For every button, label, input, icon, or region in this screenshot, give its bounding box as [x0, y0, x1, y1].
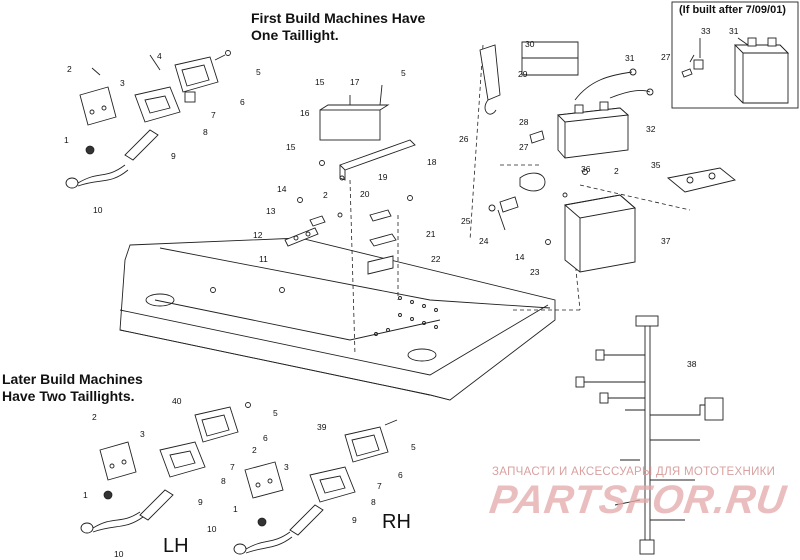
callout: 11	[259, 254, 268, 264]
callout: 29	[518, 69, 528, 79]
callout: 30	[525, 39, 535, 49]
callout: 31	[729, 26, 739, 36]
callout: 26	[459, 134, 469, 144]
callout: 1	[64, 135, 69, 145]
callout: 2	[323, 190, 328, 200]
callout: 18	[427, 157, 437, 167]
callout: 8	[371, 497, 376, 507]
callout: 28	[519, 117, 529, 127]
callout: 27	[661, 52, 671, 62]
callout: 17	[350, 77, 360, 87]
callout: 36	[581, 164, 591, 174]
upper-taillight-assembly	[65, 50, 231, 189]
callout: 15	[286, 142, 296, 152]
callout: 5	[256, 67, 261, 77]
rh-label: RH	[382, 511, 411, 533]
callout: 19	[378, 172, 388, 182]
callout: 23	[530, 267, 540, 277]
callout: 1	[233, 504, 238, 514]
callout: 10	[114, 549, 124, 559]
callout: 14	[277, 184, 287, 194]
callouts-upper-left: 2 3 4 5 6 7 8 1 9 10	[64, 51, 261, 215]
callout: 31	[625, 53, 635, 63]
callout: 3	[284, 462, 289, 472]
callouts-harness: 38	[687, 359, 697, 369]
callout: 22	[431, 254, 441, 264]
callout: 40	[172, 396, 182, 406]
callout: 15	[315, 77, 325, 87]
watermark-tagline: ЗАПЧАСТИ И АКСЕССУАРЫ ДЛЯ МОТОТЕХНИКИ	[492, 466, 776, 478]
callout: 33	[701, 26, 711, 36]
callout: 7	[377, 481, 382, 491]
callout: 7	[230, 462, 235, 472]
callout: 7	[211, 110, 216, 120]
wiring-harness	[575, 315, 724, 555]
callout: 9	[171, 151, 176, 161]
callout: 25	[461, 216, 471, 226]
callout: 2	[92, 412, 97, 422]
callout: 35	[651, 160, 661, 170]
inset-battery	[733, 37, 790, 104]
callout: 9	[352, 515, 357, 525]
callout: 37	[661, 236, 671, 246]
callout: 39	[317, 422, 327, 432]
tail-bracket-assembly	[284, 84, 416, 275]
inset-frame	[671, 1, 799, 109]
callout: 12	[253, 230, 263, 240]
callout: 6	[398, 470, 403, 480]
callout: 3	[140, 429, 145, 439]
callout: 8	[221, 476, 226, 486]
callouts-inset: 33 31	[701, 26, 739, 36]
callouts-middle: 15 17 5 16 15 18 14 2 13 12 11 19 20 21 …	[253, 68, 441, 264]
callout: 32	[646, 124, 656, 134]
watermark-logo: PARTSFOR.RU	[486, 478, 790, 522]
lh-label: LH	[163, 535, 189, 557]
tray-floor-panel	[119, 237, 556, 401]
callout: 9	[198, 497, 203, 507]
callout: 5	[401, 68, 406, 78]
callouts-lower-lh: 40 2 3 5 6 7 8 1 9 10	[83, 396, 278, 559]
callout: 2	[67, 64, 72, 74]
battery-assembly	[479, 41, 736, 273]
callouts-battery: 30 29 26 31 27 28 32 36 2 35 27 25 24 14…	[459, 39, 671, 277]
callout: 38	[687, 359, 697, 369]
inset-title: (If built after 7/09/01)	[679, 4, 786, 16]
callout: 14	[515, 252, 525, 262]
lower-rh-taillight-assembly	[233, 419, 398, 555]
inset-battery-bracket	[681, 38, 704, 78]
callout: 6	[240, 97, 245, 107]
callout: 5	[273, 408, 278, 418]
later-build-heading: Later Build Machines Have Two Taillights…	[2, 371, 143, 404]
callout: 4	[157, 51, 162, 61]
callouts-lower-rh: 39 5 2 3 6 7 8 1 9 10	[207, 422, 416, 534]
callout: 3	[120, 78, 125, 88]
callout: 6	[263, 433, 268, 443]
callout: 5	[411, 442, 416, 452]
callout: 1	[83, 490, 88, 500]
callout: 27	[519, 142, 529, 152]
callout: 13	[266, 206, 276, 216]
callout: 16	[300, 108, 310, 118]
callout: 10	[207, 524, 217, 534]
callout: 24	[479, 236, 489, 246]
callout: 10	[93, 205, 103, 215]
callout: 2	[252, 445, 257, 455]
callout: 2	[614, 166, 619, 176]
callout: 8	[203, 127, 208, 137]
callout: 20	[360, 189, 370, 199]
callout: 21	[426, 229, 436, 239]
first-build-heading: First Build Machines Have One Taillight.	[251, 10, 426, 43]
lower-lh-taillight-assembly	[80, 402, 251, 534]
